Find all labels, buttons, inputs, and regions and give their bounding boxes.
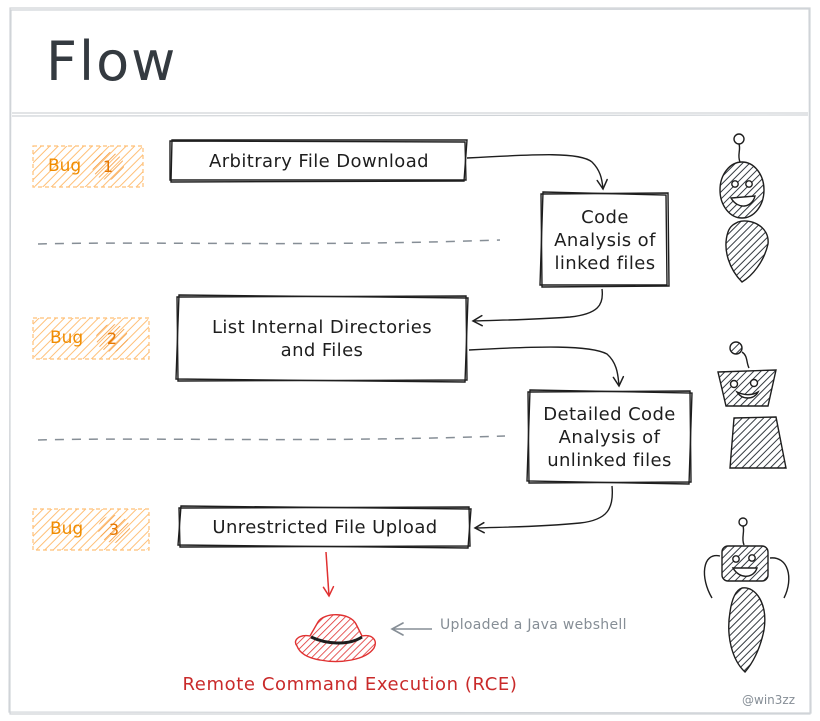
bug-label-2: Bug — [50, 328, 84, 348]
webshell-note: Uploaded a Java webshell — [440, 617, 627, 633]
box-arbitrary-download-outline — [169, 139, 468, 183]
arrow-download-to-analysis — [466, 154, 608, 191]
bug-badge-2 — [32, 317, 150, 360]
box-arbitrary-download: Arbitrary File Download — [209, 150, 429, 172]
robot-icon-3 — [703, 517, 790, 674]
outer-frame — [8, 7, 812, 715]
robot-icon-1 — [719, 133, 769, 283]
bug-label-3: Bug — [50, 519, 84, 539]
title-divider — [11, 112, 809, 117]
box-file-upload: Unrestricted File Upload — [212, 517, 438, 538]
arrow-list-to-unlinked — [468, 346, 625, 388]
box-code-analysis-linked: Code Analysis of linked files — [554, 206, 656, 274]
bug-number-2: 2 — [106, 329, 118, 348]
red-hat-icon — [294, 614, 376, 663]
bug-badge-3 — [32, 508, 150, 551]
bug-label-1: Bug — [48, 156, 82, 176]
arrow-upload-to-rce — [322, 551, 335, 598]
box-file-upload-outline — [177, 505, 472, 549]
arrow-unlinked-to-upload — [473, 485, 614, 534]
box-list-dirs-outline — [175, 294, 469, 383]
page-title: Flow — [46, 30, 178, 93]
bug-number-3: 3 — [108, 520, 120, 539]
separator-line-1 — [37, 239, 501, 245]
robot-icon-2 — [717, 341, 787, 469]
box-list-dirs: List Internal Directories and Files — [211, 317, 433, 361]
rce-label: Remote Command Execution (RCE) — [182, 674, 518, 695]
box-code-analysis-unlinked-outline — [526, 389, 693, 485]
author-credit: @win3zz — [742, 693, 795, 707]
bug-number-1: 1 — [102, 157, 114, 176]
box-code-analysis-linked-outline — [539, 191, 670, 288]
arrow-analysis-to-list — [471, 288, 604, 327]
separator-line-2 — [37, 435, 506, 441]
bug-badge-1 — [32, 145, 144, 188]
box-code-analysis-unlinked: Detailed Code Analysis of unlinked files — [543, 404, 676, 471]
